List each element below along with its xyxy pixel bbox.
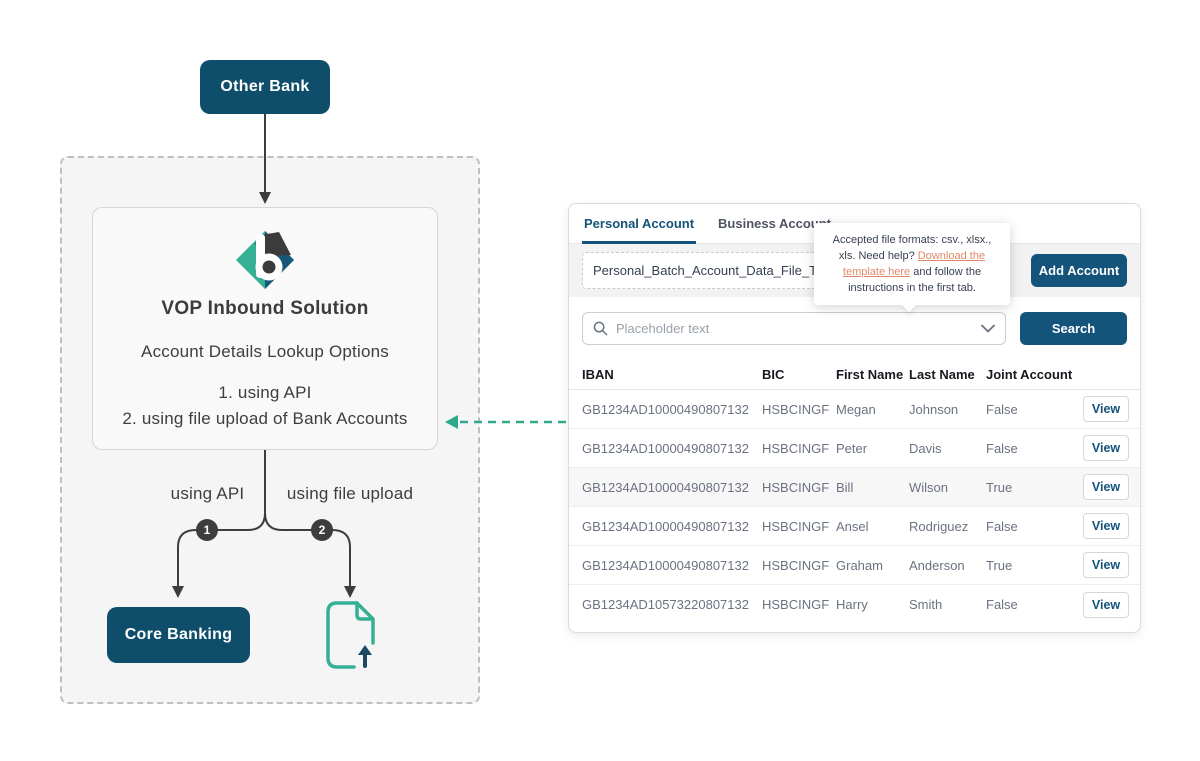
file-name: Personal_Batch_Account_Data_File_Templat… — [593, 263, 860, 278]
cell-first-name: Ansel — [836, 518, 869, 534]
cell-last-name: Rodriguez — [909, 518, 969, 534]
tooltip-text-before: Accepted file formats: csv., xlsx., xls.… — [832, 234, 992, 262]
file-format-tooltip: Accepted file formats: csv., xlsx., xls.… — [814, 223, 1010, 313]
cell-bic: HSBCINGF — [762, 440, 830, 456]
vop-title: VOP Inbound Solution — [161, 298, 369, 319]
other-bank-node: Other Bank — [200, 60, 330, 114]
view-button[interactable]: View — [1083, 396, 1129, 422]
view-button[interactable]: View — [1083, 591, 1129, 618]
cell-last-name: Anderson — [909, 557, 965, 573]
account-panel: Personal Account Business Account Person… — [568, 203, 1141, 633]
vop-subtitle: Account Details Lookup Options — [141, 342, 389, 361]
upload-row: Personal_Batch_Account_Data_File_Templat… — [569, 223, 1140, 313]
chevron-down-icon[interactable] — [981, 324, 995, 333]
table-row: GB1234AD10000490807132 HSBCINGF Peter Da… — [569, 429, 1140, 468]
cell-iban: GB1234AD10000490807132 — [582, 557, 749, 573]
search-icon — [593, 321, 608, 336]
cell-iban: GB1234AD10573220807132 — [582, 597, 749, 612]
vop-option-file-upload: 2. using file upload of Bank Accounts — [122, 409, 408, 428]
cell-joint-account: False — [986, 518, 1018, 534]
cell-bic: HSBCINGF — [762, 557, 830, 573]
column-header-bic: BIC — [762, 367, 785, 382]
core-banking-node: Core Banking — [107, 607, 250, 663]
brand-logo-icon — [236, 231, 294, 289]
view-button[interactable]: View — [1083, 435, 1129, 461]
other-bank-label: Other Bank — [220, 78, 310, 95]
column-header-joint-account: Joint Account — [986, 367, 1073, 382]
search-row: Search — [569, 297, 1140, 360]
cell-joint-account: True — [986, 479, 1013, 495]
cell-first-name: Graham — [836, 557, 883, 573]
table-row: GB1234AD10000490807132 HSBCINGF Megan Jo… — [569, 390, 1140, 429]
core-banking-label: Core Banking — [124, 626, 233, 643]
cell-last-name: Wilson — [909, 479, 949, 495]
download-template-link[interactable]: Download the template here — [842, 250, 986, 278]
branch-label-using-api: using API — [170, 484, 245, 503]
table-row: GB1234AD10000490807132 HSBCINGF Ansel Ro… — [569, 507, 1140, 546]
view-button[interactable]: View — [1083, 474, 1129, 500]
add-account-button[interactable]: Add Account — [1031, 254, 1127, 287]
cell-joint-account: False — [986, 440, 1018, 456]
cell-joint-account: False — [986, 401, 1018, 417]
cell-iban: GB1234AD10000490807132 — [582, 518, 749, 534]
table-row: GB1234AD10000490807132 HSBCINGF Graham A… — [569, 546, 1140, 585]
cell-first-name: Bill — [836, 479, 854, 495]
cell-bic: HSBCINGF — [762, 597, 830, 612]
vop-inbound-node: VOP Inbound Solution Account Details Loo… — [92, 207, 438, 450]
branch-badge-2: 2 — [311, 519, 333, 541]
search-field — [582, 312, 1006, 345]
branch-label-using-file-upload: using file upload — [286, 484, 414, 503]
column-header-first-name: First Name — [836, 367, 904, 382]
cell-first-name: Harry — [836, 597, 868, 612]
view-button[interactable]: View — [1083, 552, 1129, 578]
column-header-iban: IBAN — [582, 367, 614, 382]
table-row: GB1234AD10000490807132 HSBCINGF Bill Wil… — [569, 468, 1140, 507]
cell-iban: GB1234AD10000490807132 — [582, 440, 749, 456]
cell-bic: HSBCINGF — [762, 401, 830, 417]
cell-first-name: Megan — [836, 401, 876, 417]
table-header: IBAN BIC First Name Last Name Joint Acco… — [569, 360, 1140, 390]
search-button[interactable]: Search — [1020, 312, 1127, 345]
cell-last-name: Davis — [909, 440, 942, 456]
file-upload-icon — [326, 601, 375, 669]
tab-business-account[interactable]: Business Account — [718, 216, 831, 231]
cell-last-name: Johnson — [909, 401, 959, 417]
tab-personal-account[interactable]: Personal Account — [582, 216, 697, 244]
column-header-last-name: Last Name — [909, 367, 975, 382]
branch-badge-1: 1 — [196, 519, 218, 541]
vop-option-api: 1. using API — [218, 383, 312, 402]
tooltip-text-after: and follow the instructions in the first… — [848, 266, 982, 294]
cell-iban: GB1234AD10000490807132 — [582, 479, 749, 495]
cell-joint-account: False — [986, 597, 1018, 612]
cell-iban: GB1234AD10000490807132 — [582, 401, 749, 417]
cell-bic: HSBCINGF — [762, 518, 830, 534]
cell-first-name: Peter — [836, 440, 868, 456]
cell-bic: HSBCINGF — [762, 479, 830, 495]
cell-last-name: Smith — [909, 597, 943, 612]
view-button[interactable]: View — [1083, 513, 1129, 539]
cell-joint-account: True — [986, 557, 1013, 573]
table-row: GB1234AD10573220807132 HSBCINGF Harry Sm… — [569, 585, 1140, 624]
search-input[interactable] — [616, 321, 973, 336]
